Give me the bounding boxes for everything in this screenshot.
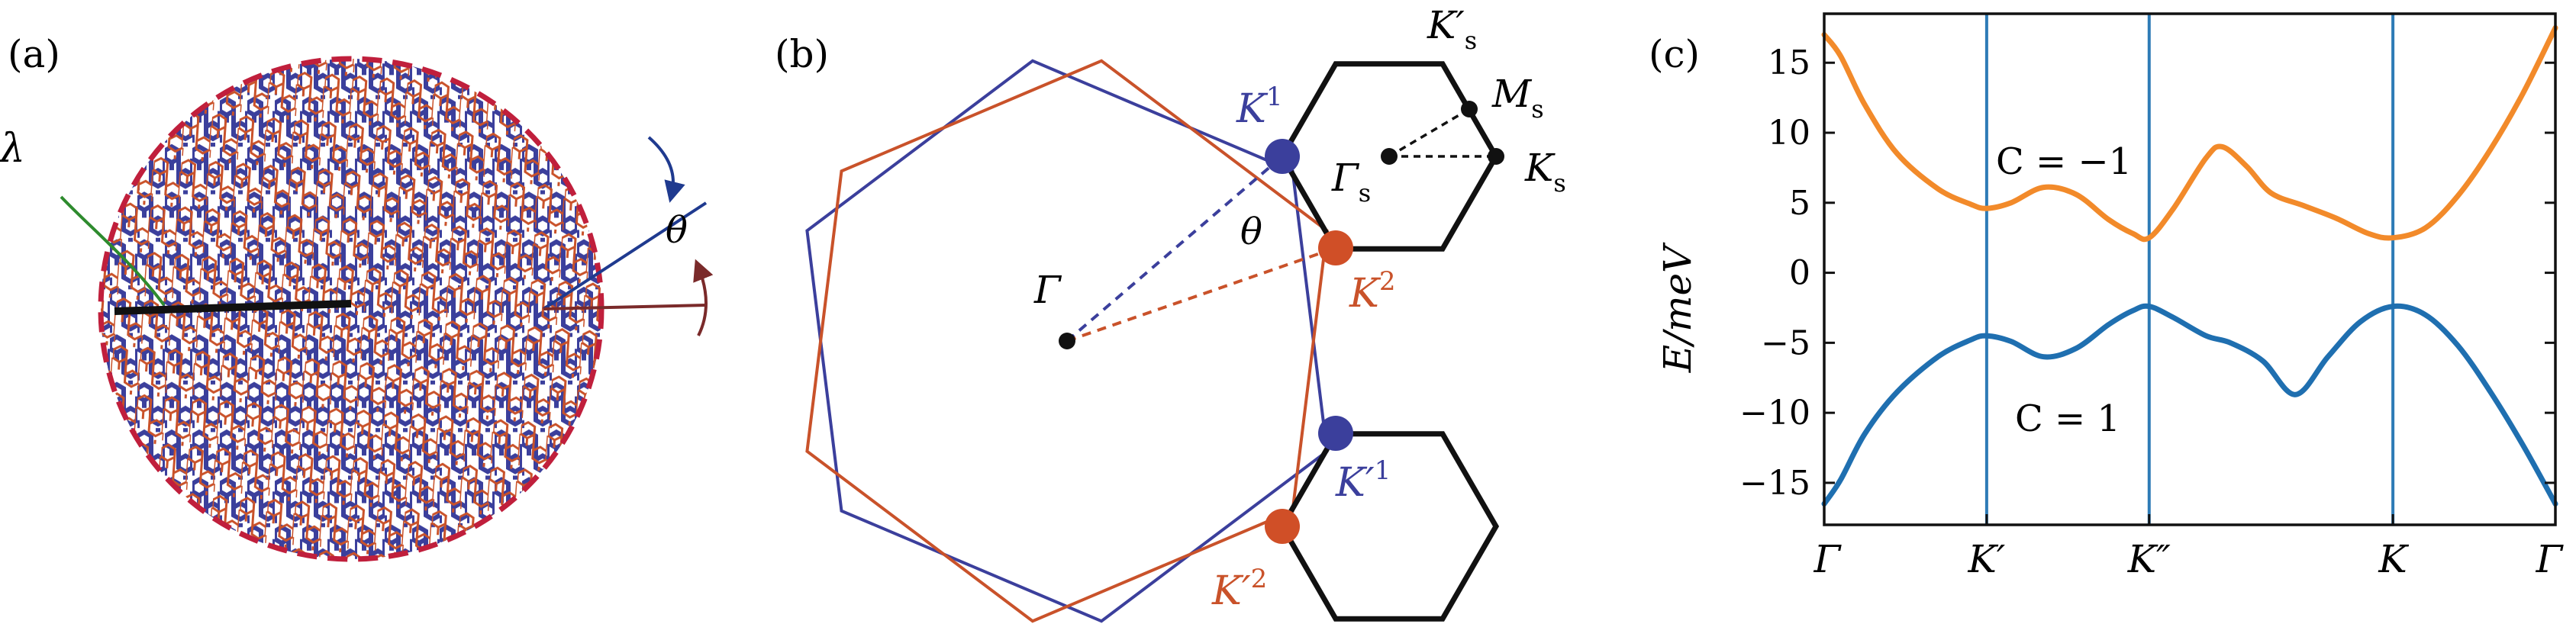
y-tick-label: −10 bbox=[1739, 394, 1810, 433]
moire-lattice bbox=[101, 59, 601, 559]
band-lower-line bbox=[1821, 303, 2558, 507]
m-s-label: Ms bbox=[1491, 72, 1544, 124]
lambda-label: λ bbox=[0, 126, 25, 172]
x-tick-label: Γ bbox=[1814, 537, 1843, 581]
y-tick-label: −15 bbox=[1739, 464, 1810, 503]
layer2-orientation-line bbox=[543, 304, 707, 310]
moire-period-bar bbox=[114, 300, 352, 315]
k-s-label: Ks bbox=[1524, 146, 1566, 198]
y-tick-label: 0 bbox=[1789, 254, 1810, 293]
x-tick-label: K′ bbox=[1968, 537, 2006, 581]
x-tick-label: K bbox=[2378, 537, 2409, 581]
gamma-s-point bbox=[1381, 148, 1398, 165]
high-symmetry-lines bbox=[1984, 14, 2395, 525]
layer1-orientation-line bbox=[542, 201, 708, 310]
x-tick-label: Γ bbox=[2536, 537, 2565, 581]
panel-c-label: (c) bbox=[1649, 32, 1700, 76]
k1-point bbox=[1265, 139, 1300, 174]
gamma-point bbox=[1059, 333, 1075, 349]
y-tick-label: −5 bbox=[1761, 323, 1810, 362]
upper-band-chern-label: C = −1 bbox=[1996, 140, 2132, 183]
gamma-label: Γ bbox=[1033, 268, 1062, 312]
k1-label: K1 bbox=[1236, 82, 1283, 132]
y-tick-label: 5 bbox=[1789, 184, 1810, 223]
panel-a-label: (a) bbox=[8, 32, 60, 76]
rotation-arrow-top bbox=[647, 136, 685, 203]
y-tick-label: 15 bbox=[1768, 43, 1810, 82]
kp1-point bbox=[1318, 416, 1353, 451]
band-upper-line bbox=[1821, 24, 2558, 243]
gamma-s-label: Γs bbox=[1331, 156, 1371, 207]
theta-label-a: θ bbox=[666, 209, 688, 252]
kp1-label: K′1 bbox=[1335, 455, 1391, 506]
k2-point bbox=[1318, 230, 1353, 265]
x-ticks: Γ K′ K″ K Γ bbox=[1814, 514, 2565, 581]
kp2-point bbox=[1265, 509, 1300, 544]
k-s-point bbox=[1488, 148, 1504, 165]
kp2-label: K′2 bbox=[1211, 564, 1267, 614]
m-s-point bbox=[1461, 101, 1478, 117]
plot-frame bbox=[1823, 12, 2557, 526]
gs-ms-dashed bbox=[1388, 108, 1470, 158]
theta-label-b: θ bbox=[1240, 211, 1262, 253]
y-tick-label: 10 bbox=[1768, 114, 1810, 153]
x-tick-label: K″ bbox=[2127, 537, 2171, 581]
lower-band-chern-label: C = 1 bbox=[2015, 397, 2120, 440]
lambda-pointer-line bbox=[60, 195, 166, 307]
gamma-k2-dashed bbox=[1066, 246, 1336, 343]
y-ticks: −15 −10 −5 0 5 10 15 bbox=[1739, 43, 2555, 503]
panel-b-label: (b) bbox=[775, 32, 829, 76]
k-prime-s-label: K′s bbox=[1427, 3, 1477, 55]
y-axis-label: E/meV bbox=[1656, 242, 1700, 373]
rotation-arrow-bottom bbox=[693, 259, 714, 336]
k2-label: K2 bbox=[1349, 266, 1396, 317]
panel-b: (b) Γ θ K1 K2 K′1 K′2 K′s Ms Γs Ks bbox=[775, 3, 1566, 623]
panel-a: (a) λ θ bbox=[0, 32, 714, 562]
